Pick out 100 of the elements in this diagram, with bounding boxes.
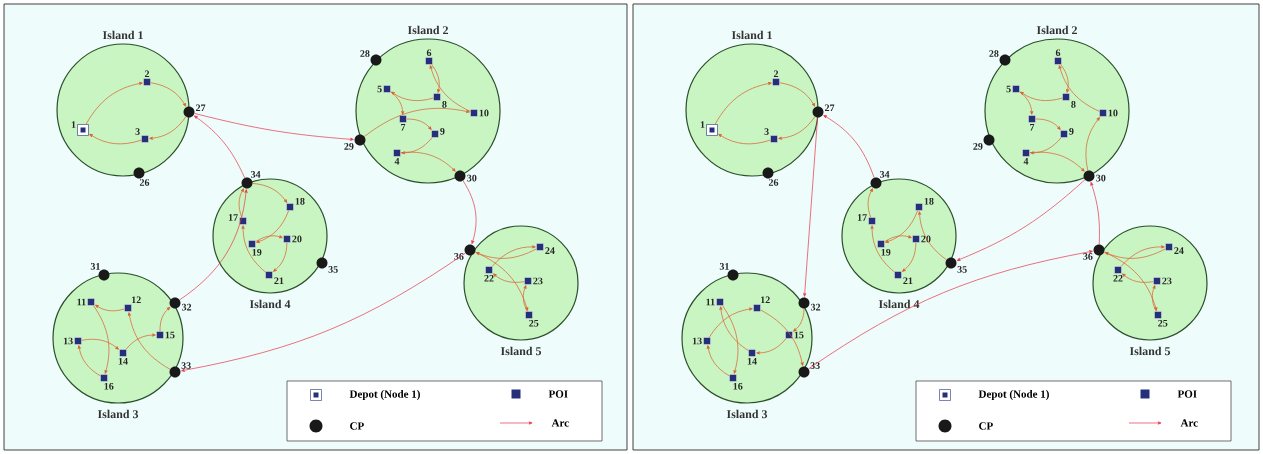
- node-number: 26: [768, 179, 779, 186]
- node-number: 23: [1162, 277, 1172, 285]
- node-label: Island 3: [97, 409, 139, 419]
- legend-label: CP: [979, 422, 993, 430]
- node-number: 31: [719, 263, 729, 270]
- node-label: Island 3: [726, 409, 768, 419]
- node-number: 6: [426, 49, 432, 57]
- arc-arrow: [1060, 64, 1070, 93]
- arc-arrow: [77, 345, 101, 377]
- arc-arrow: [431, 64, 441, 93]
- node-number: 13: [692, 337, 702, 345]
- arc-arrow: [93, 305, 110, 374]
- legend-label: Depot (Node 1): [978, 390, 1049, 400]
- arc-arrow: [1151, 285, 1157, 312]
- legend-label: CP: [350, 422, 364, 430]
- node-number: 25: [1158, 319, 1168, 327]
- node-number: 24: [545, 247, 555, 254]
- node-number: 18: [924, 197, 934, 205]
- arc-arrow: [522, 285, 528, 312]
- node-number: 25: [529, 319, 539, 327]
- legend-label: POI: [548, 390, 568, 398]
- node-number: 10: [1108, 109, 1118, 117]
- arc-arrow: [89, 133, 142, 145]
- node-number: 31: [90, 263, 100, 270]
- arc-arrow: [241, 225, 266, 273]
- legend-label: Arc: [1180, 419, 1198, 427]
- node-label: Island 5: [1129, 346, 1171, 356]
- node-number: 1: [71, 121, 76, 128]
- node-number: 21: [903, 277, 913, 284]
- arc-arrow: [149, 116, 187, 140]
- arc-arrow: [1090, 181, 1100, 245]
- arc-arrow: [885, 210, 918, 243]
- arc-arrow: [793, 308, 805, 332]
- arc-arrow: [1020, 91, 1063, 101]
- arc-arrow: [255, 235, 283, 242]
- node-number: 18: [295, 197, 305, 205]
- node-number: 23: [533, 277, 543, 285]
- node-number: 2: [773, 70, 779, 78]
- node-number: 32: [810, 303, 821, 311]
- node-number: 21: [274, 277, 284, 284]
- node-number: 8: [1071, 101, 1076, 108]
- node-number: 11: [77, 298, 86, 306]
- node-number: 35: [328, 266, 338, 273]
- legend-label: POI: [1177, 390, 1197, 398]
- node-number: 22: [484, 274, 494, 282]
- arc-arrow: [1122, 273, 1154, 283]
- arc-arrow: [808, 250, 1093, 370]
- node-number: 28: [989, 50, 999, 57]
- node-number: 34: [879, 171, 890, 178]
- node-number: 13: [63, 337, 73, 345]
- node-number: 4: [394, 157, 400, 165]
- node-number: 33: [810, 362, 820, 369]
- arc-arrow: [400, 151, 456, 172]
- node-number: 17: [857, 214, 867, 221]
- arc-arrow: [475, 248, 537, 259]
- arc-arrow: [493, 273, 525, 283]
- arc-arrow: [1035, 118, 1061, 130]
- arc-arrow: [391, 91, 434, 101]
- arc-arrow: [364, 107, 470, 137]
- arc-arrow: [81, 338, 119, 350]
- node-number: 30: [467, 174, 477, 182]
- node-number: 6: [1055, 49, 1061, 57]
- node-number: 12: [132, 296, 141, 304]
- arc-arrow: [803, 117, 818, 297]
- node-number: 2: [144, 70, 150, 78]
- node-number: 12: [761, 296, 770, 304]
- arc-arrow: [159, 306, 171, 332]
- arc-arrow: [194, 113, 354, 141]
- node-number: 15: [165, 331, 175, 339]
- arc-arrow: [778, 116, 816, 140]
- node-number: 11: [706, 298, 715, 306]
- arc-arrow: [127, 312, 171, 370]
- arc-arrow: [823, 115, 875, 178]
- arc-arrow: [491, 245, 536, 267]
- arc-arrow: [1019, 91, 1034, 115]
- node-label: Island 2: [1036, 25, 1077, 35]
- arc-arrow: [85, 82, 143, 125]
- arc-arrow: [714, 82, 772, 125]
- arc-arrow: [1058, 65, 1100, 112]
- node-number: 7: [1030, 123, 1035, 131]
- node-number: 36: [1083, 253, 1093, 260]
- arc-arrow: [429, 65, 471, 112]
- arc-arrow: [181, 252, 466, 372]
- arc-arrow: [956, 179, 1086, 261]
- arc-arrow: [273, 242, 288, 272]
- node-number: 19: [881, 248, 891, 256]
- node-number: 33: [181, 362, 191, 369]
- arc-arrow: [706, 345, 730, 377]
- arc-arrow: [708, 307, 753, 338]
- arc-arrow: [719, 306, 749, 351]
- arc-arrow: [1029, 151, 1085, 172]
- node-label: Island 2: [407, 25, 449, 35]
- node-number: 28: [360, 50, 370, 57]
- arc-arrow: [870, 225, 895, 273]
- node-number: 20: [921, 235, 931, 243]
- node-number: 5: [377, 85, 382, 93]
- arc-arrow: [1120, 245, 1165, 267]
- node-number: 26: [139, 179, 150, 186]
- arc-arrow: [256, 210, 289, 243]
- node-number: 8: [442, 101, 447, 108]
